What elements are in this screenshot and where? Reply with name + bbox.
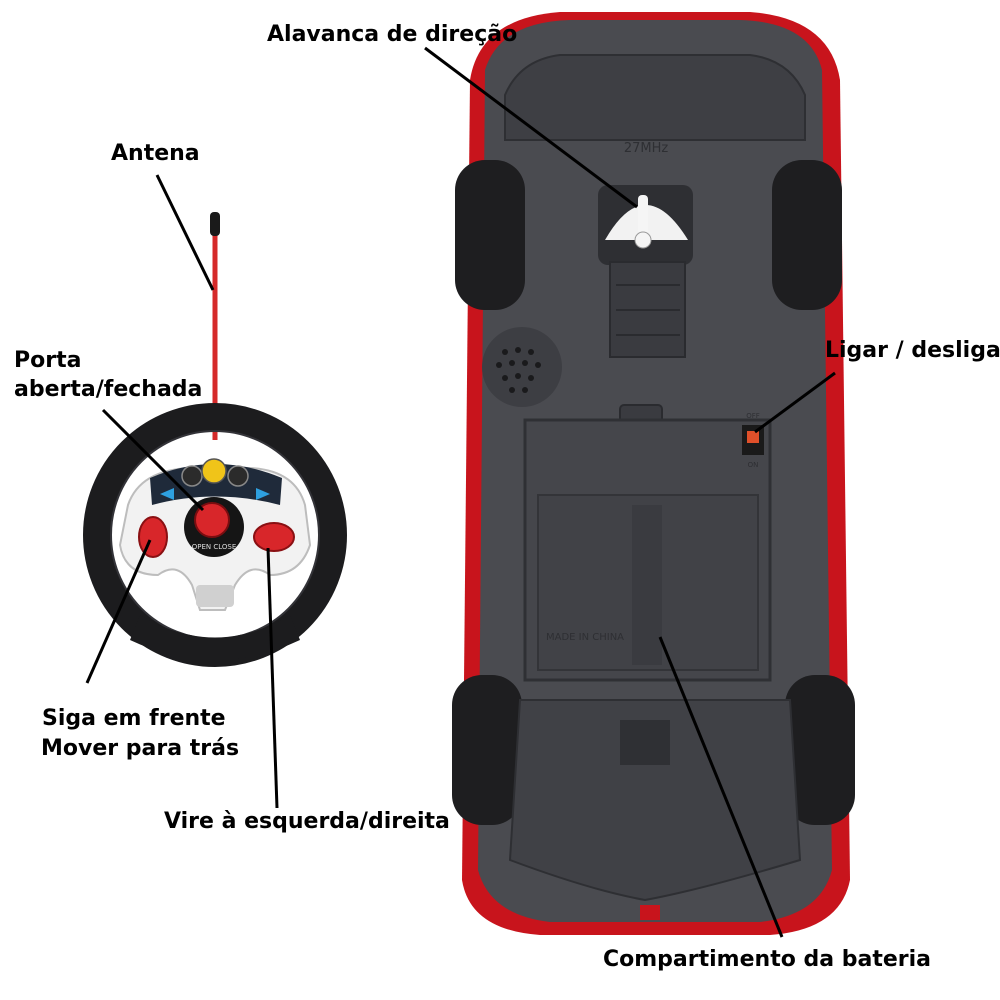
callout-battery [658, 636, 784, 938]
callout-lines [85, 46, 836, 938]
callout-power [754, 371, 836, 434]
switch-off-marking: OFF [746, 412, 760, 420]
antenna-tip [210, 212, 220, 236]
callout-antenna [155, 174, 215, 291]
wheel-rear-right [785, 675, 855, 825]
wheel-front-right [772, 160, 842, 310]
car-underside: 27MHz MADE IN CHINA [452, 12, 855, 935]
label-forward: Siga em frente [42, 706, 226, 731]
callout-direction-lever [424, 46, 638, 209]
label-backward: Mover para trás [41, 736, 240, 761]
label-battery: Compartimento da bateria [603, 947, 932, 972]
label-turn: Vire à esquerda/direita [164, 809, 450, 834]
wheel-rear-left [452, 675, 522, 825]
callout-door [101, 408, 205, 512]
wheel-front-left [455, 160, 525, 310]
label-door-line1: Porta [14, 348, 82, 373]
label-antenna: Antena [111, 141, 200, 166]
switch-on-marking: ON [748, 461, 759, 469]
door-button-caption: OPEN CLOSE [192, 543, 237, 551]
label-power: Ligar / desligar [825, 338, 1000, 363]
label-door-line2: aberta/fechada [14, 377, 203, 402]
label-direction-lever: Alavanca de direção [267, 22, 518, 47]
door-button[interactable] [194, 502, 230, 538]
speaker-grille [482, 327, 562, 407]
turn-button[interactable] [253, 522, 295, 552]
remote-controller: OPEN CLOSE [83, 212, 347, 667]
callout-forward [85, 539, 152, 684]
callout-turn [266, 547, 279, 809]
made-in-marking: MADE IN CHINA [546, 632, 624, 643]
frequency-marking: 27MHz [624, 141, 669, 156]
forward-backward-button[interactable] [138, 516, 168, 558]
